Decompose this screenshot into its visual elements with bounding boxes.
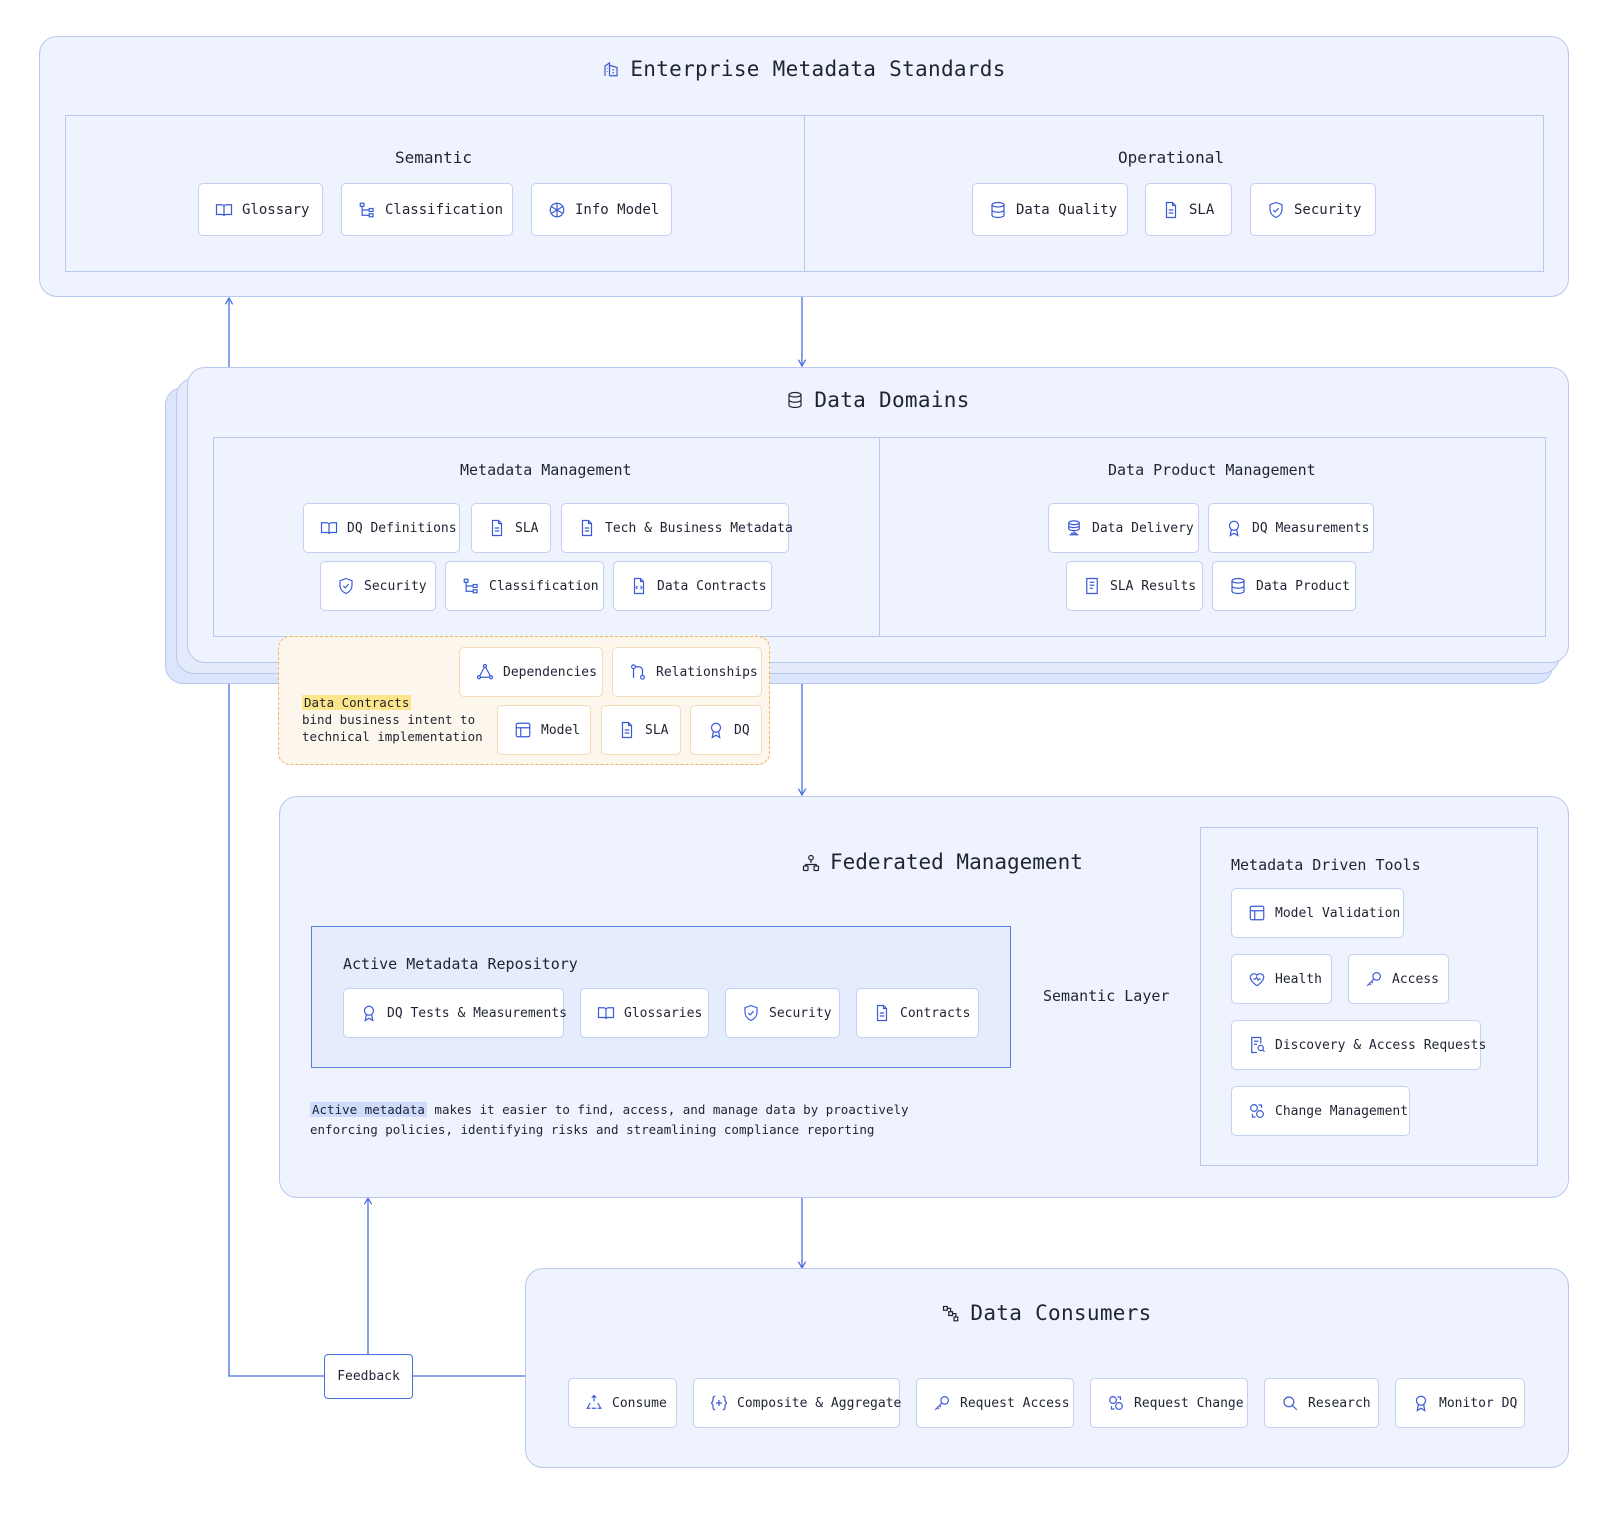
note-line-1: makes it easier to find, access, and man… [434,1102,909,1117]
award-icon [1225,519,1243,537]
list-file-icon [1083,577,1101,595]
consume-chip[interactable]: Consume [568,1378,677,1428]
cycle-icon [1107,1394,1125,1412]
database-icon [1229,577,1247,595]
document-icon [873,1004,891,1022]
request-change-chip[interactable]: Request Change [1090,1378,1248,1428]
award-icon [1412,1394,1430,1412]
domain-classification-chip[interactable]: Classification [445,561,604,611]
table-icon [1248,904,1266,922]
consumers-title: Data Consumers [526,1301,1568,1325]
active-metadata-note: Active metadata makes it easier to find,… [310,1100,909,1140]
database-icon [786,391,804,409]
contracts-line-1: bind business intent to [302,712,476,727]
git-icon [629,663,647,681]
cycle-icon [1248,1102,1266,1120]
tree-icon [462,577,480,595]
request-access-chip[interactable]: Request Access [916,1378,1074,1428]
dq-tests-chip[interactable]: DQ Tests & Measurements [343,988,567,1038]
contracts-callout-text: Data Contracts bind business intent to t… [302,694,483,745]
braces-plus-icon [710,1394,728,1412]
book-icon [597,1004,615,1022]
sla-results-chip[interactable]: SLA Results [1066,561,1203,611]
book-icon [320,519,338,537]
federated-title: Federated Management [802,850,1083,874]
feedback-node[interactable]: Feedback [324,1354,413,1399]
contract-sla-chip[interactable]: SLA [601,705,681,755]
hierarchy-icon [802,853,820,872]
document-icon [488,519,506,537]
repo-security-chip[interactable]: Security [725,988,840,1038]
search-icon [1281,1394,1299,1412]
tree-icon [358,201,376,219]
contracts-line-2: technical implementation [302,729,483,744]
code-file-icon [630,577,648,595]
contract-dq-chip[interactable]: DQ [690,705,762,755]
product-management-title: Data Product Management [1108,461,1316,479]
cube-icon [548,201,566,219]
metadata-management-title: Metadata Management [460,461,632,479]
research-chip[interactable]: Research [1264,1378,1379,1428]
database-icon [989,201,1007,219]
data-contracts-chip[interactable]: Data Contracts [613,561,772,611]
data-consumers-panel: Data Consumers [525,1268,1569,1468]
composite-aggregate-chip[interactable]: Composite & Aggregate [693,1378,901,1428]
semantic-layer-label: Semantic Layer [1043,987,1170,1005]
sla-chip[interactable]: SLA [1145,183,1232,236]
discovery-access-requests-chip[interactable]: Discovery & Access Requests [1231,1020,1486,1070]
data-product-chip[interactable]: Data Product [1212,561,1356,611]
shield-icon [337,577,355,595]
dq-definitions-chip[interactable]: DQ Definitions [303,503,460,553]
data-delivery-chip[interactable]: Data Delivery [1048,503,1199,553]
security-chip[interactable]: Security [1250,183,1376,236]
feedback-label: Feedback [337,1369,400,1384]
key-icon [933,1394,951,1412]
active-metadata-highlight: Active metadata [310,1102,427,1117]
model-chip[interactable]: Model [497,705,591,755]
access-chip[interactable]: Access [1348,954,1449,1004]
recycle-icon [585,1394,603,1412]
building-icon [602,60,620,78]
document-icon [578,519,596,537]
change-management-chip[interactable]: Change Management [1231,1086,1410,1136]
flowchart-icon [942,1304,960,1322]
operational-title: Operational [1118,148,1224,167]
key-icon [1365,970,1383,988]
repository-title: Active Metadata Repository [343,955,578,973]
document-icon [618,721,636,739]
award-icon [707,721,725,739]
tech-business-metadata-chip[interactable]: Tech & Business Metadata [561,503,793,553]
award-icon [360,1004,378,1022]
shield-icon [742,1004,760,1022]
data-quality-chip[interactable]: Data Quality [972,183,1128,236]
enterprise-title: Enterprise Metadata Standards [40,57,1568,81]
dependencies-chip[interactable]: Dependencies [459,647,603,697]
shield-icon [1267,201,1285,219]
note-line-2: enforcing policies, identifying risks an… [310,1122,875,1137]
domain-sla-chip[interactable]: SLA [471,503,551,553]
heart-icon [1248,970,1266,988]
relationships-chip[interactable]: Relationships [612,647,762,697]
glossary-chip[interactable]: Glossary [198,183,323,236]
info-model-chip[interactable]: Info Model [531,183,672,236]
table-icon [514,721,532,739]
domain-security-chip[interactable]: Security [320,561,436,611]
feedback-line-to-domains [224,661,525,1377]
graph-icon [476,663,494,681]
health-chip[interactable]: Health [1231,954,1332,1004]
contracts-highlight: Data Contracts [302,695,412,710]
monitor-dq-chip[interactable]: Monitor DQ [1395,1378,1525,1428]
book-icon [215,201,233,219]
search-file-icon [1248,1036,1266,1054]
glossaries-chip[interactable]: Glossaries [580,988,709,1038]
classification-chip[interactable]: Classification [341,183,513,236]
model-validation-chip[interactable]: Model Validation [1231,888,1404,938]
domains-title: Data Domains [188,388,1568,412]
tools-title: Metadata Driven Tools [1231,856,1421,874]
contracts-chip[interactable]: Contracts [856,988,979,1038]
server-icon [1065,519,1083,537]
semantic-title: Semantic [395,148,473,167]
document-icon [1162,201,1180,219]
dq-measurements-chip[interactable]: DQ Measurements [1208,503,1374,553]
